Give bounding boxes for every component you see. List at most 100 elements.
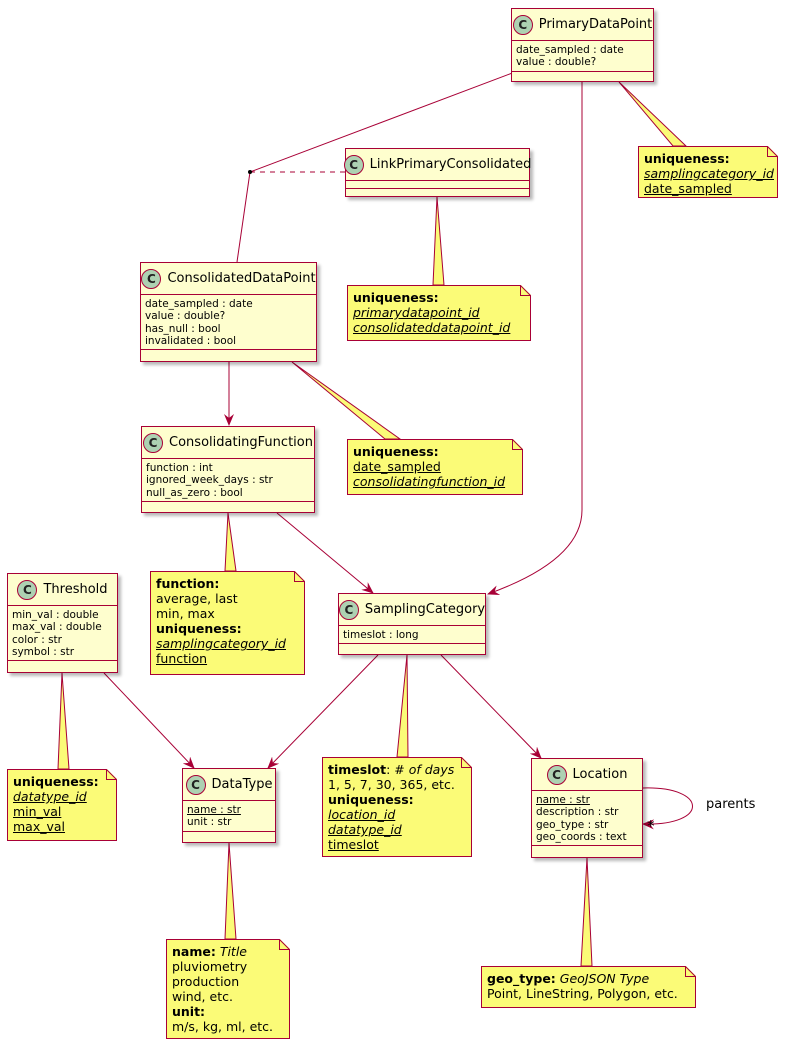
note-tail-primary [618, 81, 688, 147]
note-heading: uniqueness: [328, 792, 414, 807]
note-line: m/s, kg, ml, etc. [172, 1019, 274, 1034]
note-field: datatype_id [328, 822, 402, 837]
class-name: PrimaryDataPoint [538, 17, 653, 32]
class-link-primary-consolidated[interactable]: C LinkPrimaryConsolidated [343, 148, 532, 197]
attribute: date_sampled : date [516, 44, 624, 56]
attribute: geo_coords : text [536, 830, 627, 843]
note-heading: uniqueness: [353, 290, 439, 305]
self-association-label: parents [706, 797, 756, 812]
edge-primary-consolidated [249, 71, 516, 173]
edge-sampling-location [440, 654, 542, 759]
note-tail-sampling [396, 654, 409, 758]
class-attributes: date_sampled : date value : double? has_… [141, 295, 316, 351]
class-icon: C [343, 154, 364, 175]
attribute: name : str [536, 794, 590, 806]
edge-junction-consolidated [236, 171, 251, 263]
note-field: samplingcategory_id [644, 166, 774, 181]
note-label: function: [156, 576, 220, 591]
note-label-italic: GeoJSON Type [559, 971, 650, 986]
note-label-italic: of days [408, 762, 455, 777]
class-name: SamplingCategory [364, 602, 486, 617]
note-line: 1, 5, 7, 30, 365, etc. [328, 777, 455, 792]
note-heading: uniqueness: [156, 621, 242, 636]
class-threshold[interactable]: C Threshold min_val : double max_val : do… [7, 573, 118, 673]
edge-function-sampling [276, 512, 374, 594]
attribute: geo_type : str [536, 818, 609, 831]
note-label-line: name: Title [172, 944, 284, 959]
note-field: location_id [328, 807, 396, 822]
attribute: unit : str [187, 816, 232, 829]
note-heading: uniqueness: [353, 444, 439, 459]
note-label-line: geo_type: GeoJSON Type [487, 971, 690, 986]
note-threshold-uniqueness: uniqueness: datatype_id min_val max_val [7, 769, 117, 841]
note-heading: uniqueness: [644, 151, 730, 166]
note-label: unit: [172, 1004, 206, 1019]
note-link-uniqueness: uniqueness: primarydatapoint_id consolid… [347, 285, 531, 341]
note-field: date_sampled [644, 181, 732, 196]
attribute: symbol : str [12, 645, 75, 658]
attribute: name : str [187, 804, 241, 816]
edge-threshold-datatype [103, 672, 195, 769]
attribute: null_as_zero : bool [146, 486, 243, 499]
note-field: samplingcategory_id [156, 636, 286, 651]
attribute: ignored_week_days : str [146, 474, 273, 487]
note-heading: uniqueness: [13, 774, 99, 789]
attribute: max_val : double [12, 621, 102, 634]
class-icon: C [338, 599, 359, 620]
attribute: description : str [536, 806, 619, 819]
attribute: value : double? [145, 310, 226, 323]
class-name: ConsolidatingFunction [169, 435, 313, 450]
class-name: DataType [211, 777, 273, 792]
class-icon: C [17, 579, 38, 600]
note-line: average, last [156, 591, 238, 606]
class-attributes: name : str description : str geo_type : … [532, 791, 642, 847]
class-attributes: function : int ignored_week_days : str n… [142, 459, 314, 502]
note-tail-threshold [57, 672, 70, 770]
attribute: color : str [12, 633, 62, 646]
note-field: min_val [13, 804, 62, 819]
note-label-rest: : # [386, 762, 409, 777]
note-location: geo_type: GeoJSON Type Point, LineString… [481, 966, 696, 1008]
note-line: production [172, 974, 240, 989]
note-line: pluviometry [172, 959, 248, 974]
class-name: ConsolidatedDataPoint [167, 271, 316, 286]
note-sampling: timeslot: # of days 1, 5, 7, 30, 365, et… [322, 757, 472, 857]
note-line: wind, etc. [172, 989, 233, 1004]
note-label: timeslot [328, 762, 387, 777]
class-icon: C [143, 432, 164, 453]
edge-primary-sampling [487, 82, 583, 595]
note-label: name: [172, 944, 216, 959]
note-primary-uniqueness: uniqueness: samplingcategory_id date_sam… [638, 146, 778, 198]
attribute: timeslot : long [343, 629, 419, 641]
class-attributes: min_val : double max_val : double color … [8, 606, 117, 662]
attribute: min_val : double [12, 609, 99, 621]
class-icon: C [546, 764, 567, 785]
class-name: LinkPrimaryConsolidated [369, 157, 532, 172]
note-label: geo_type: [487, 971, 556, 986]
attribute: date_sampled : date [145, 298, 253, 310]
note-field: consolidatingfunction_id [353, 474, 506, 489]
note-line: min, max [156, 606, 215, 621]
class-name: Threshold [43, 582, 108, 597]
class-sampling-category[interactable]: C SamplingCategory timeslot : long [338, 593, 486, 655]
note-function: function: average, last min, max uniquen… [150, 571, 305, 675]
class-consolidating-function[interactable]: C ConsolidatingFunction function : int ig… [141, 426, 315, 513]
note-datatype: name: Title pluviometry production wind,… [166, 939, 290, 1039]
attribute: value : double? [516, 56, 597, 69]
note-field: max_val [13, 819, 66, 834]
note-label-line: timeslot: # of days [328, 762, 466, 777]
note-tail-datatype [224, 842, 237, 940]
note-field: function [156, 651, 208, 666]
class-attributes: timeslot : long [339, 626, 485, 645]
note-field: primarydatapoint_id [353, 305, 480, 320]
edge-sampling-datatype [267, 654, 379, 769]
note-tail-function [224, 512, 237, 572]
note-field: datatype_id [13, 789, 87, 804]
class-attributes: name : str unit : str [183, 801, 275, 832]
note-field: consolidateddatapoint_id [353, 320, 511, 335]
class-attributes: date_sampled : date value : double? [512, 41, 653, 72]
